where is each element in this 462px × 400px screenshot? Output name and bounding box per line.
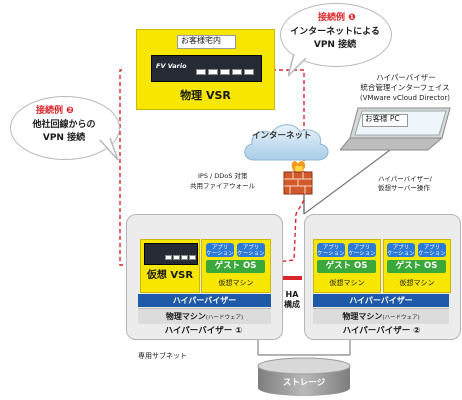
physical-vsr-label: 物理 VSR (180, 89, 231, 102)
management-line3: (VMware vCloud Director) (359, 94, 451, 102)
port (181, 255, 188, 260)
example2-title: 接続例 ❷ (36, 106, 74, 116)
host2-vm-box-1: アプリ ケーション アプリ ケーション ゲスト OS 仮想マシン (313, 239, 381, 293)
port (196, 69, 206, 75)
port (244, 69, 254, 75)
host1-hw-sub: (ハードウェア) (205, 315, 244, 321)
bubble-tail-2 (99, 138, 119, 161)
physical-vsr-device: FV Vario (151, 55, 262, 82)
laptop-icon (340, 107, 451, 151)
management-line2: 統合管理インターフェイス (360, 83, 450, 92)
customer-site-label: お客様宅内 (181, 36, 221, 45)
host1-app-1: アプリ ケーション (206, 243, 234, 258)
port (173, 255, 180, 260)
example2-line1: 他社回線からの (32, 120, 96, 130)
host2-guest-os-2: ゲスト OS (387, 260, 446, 273)
host1-hypervisor-band: ハイパーバイザー (138, 294, 271, 307)
virtual-vsr-label: 仮想 VSR (146, 270, 194, 281)
ha-line2: 構成 (284, 300, 300, 309)
subnet-label: 専用サブネット (138, 352, 187, 360)
example1-line2: VPN 接続 (313, 40, 357, 50)
example1-title: 接続例 ❶ (318, 13, 356, 23)
storage-label: ストレージ (282, 378, 326, 388)
customer-site-box: お客様宅内 FV Vario 物理 VSR (136, 29, 275, 110)
host2-vm-label-1: 仮想マシン (329, 279, 365, 287)
management-line1: ハイパーバイザー (376, 73, 436, 82)
host2-name: ハイパーバイザー ② (342, 326, 421, 336)
host2-hw: 物理マシン (342, 312, 383, 321)
ha-line1: HA (285, 290, 299, 299)
host2-hypervisor-band: ハイパーバイザー (313, 294, 449, 307)
internet-cloud-icon (244, 124, 329, 161)
host2-app-4: アプリ ケーション (418, 243, 446, 258)
firewall-line1: IPS / DDoS 対策 (198, 172, 248, 180)
port (220, 69, 230, 75)
port (189, 255, 196, 260)
host2-app-1: アプリ ケーション (317, 243, 345, 258)
host2-app-3: アプリ ケーション (387, 243, 415, 258)
host2-vm-box-2: アプリ ケーション アプリ ケーション ゲスト OS 仮想マシン (383, 239, 451, 293)
host2-hw-band: 物理マシン(ハードウェア) (313, 308, 449, 324)
pc-ops-line1: ハイパーバイザー/ (378, 175, 432, 183)
example2-line2: VPN 接続 (42, 133, 86, 143)
host1-vm-label: 仮想マシン (218, 279, 254, 287)
port (165, 255, 172, 260)
host1-guest-os: ゲスト OS (206, 260, 265, 273)
host2-app-2: アプリ ケーション (348, 243, 376, 258)
customer-site-label-box (177, 35, 236, 49)
host1-name: ハイパーバイザー ① (164, 326, 243, 336)
host1-vm-box: アプリ ケーション アプリ ケーション ゲスト OS 仮想マシン (201, 239, 271, 293)
firewall-icon (283, 161, 313, 195)
internet-label: インターネット (252, 131, 312, 141)
pc-label: お客様 PC (365, 114, 400, 123)
storage-icon (257, 357, 351, 396)
firewall-line2: 共用ファイアウォール (190, 182, 255, 190)
host2-guest-os-1: ゲスト OS (317, 260, 376, 273)
host1-hw: 物理マシン (165, 312, 206, 321)
port (232, 69, 242, 75)
host1-app-2: アプリ ケーション (237, 243, 265, 258)
host1-hw-band: 物理マシン(ハードウェア) (138, 308, 271, 324)
pc-label-box (362, 114, 408, 127)
virtual-vsr-device (144, 243, 198, 265)
port (208, 69, 218, 75)
virtual-vsr-box: 仮想 VSR (140, 239, 200, 293)
device-brand: FV Vario (156, 62, 187, 70)
host2-vm-label-2: 仮想マシン (399, 279, 435, 287)
example2-bubble (10, 96, 120, 160)
host2-hw-sub: (ハードウェア) (382, 315, 420, 321)
bubble-tail-1 (288, 54, 307, 78)
example1-line1: インターネットによる (290, 27, 380, 37)
pc-ops-line2: 仮想サーバー操作 (378, 184, 430, 192)
